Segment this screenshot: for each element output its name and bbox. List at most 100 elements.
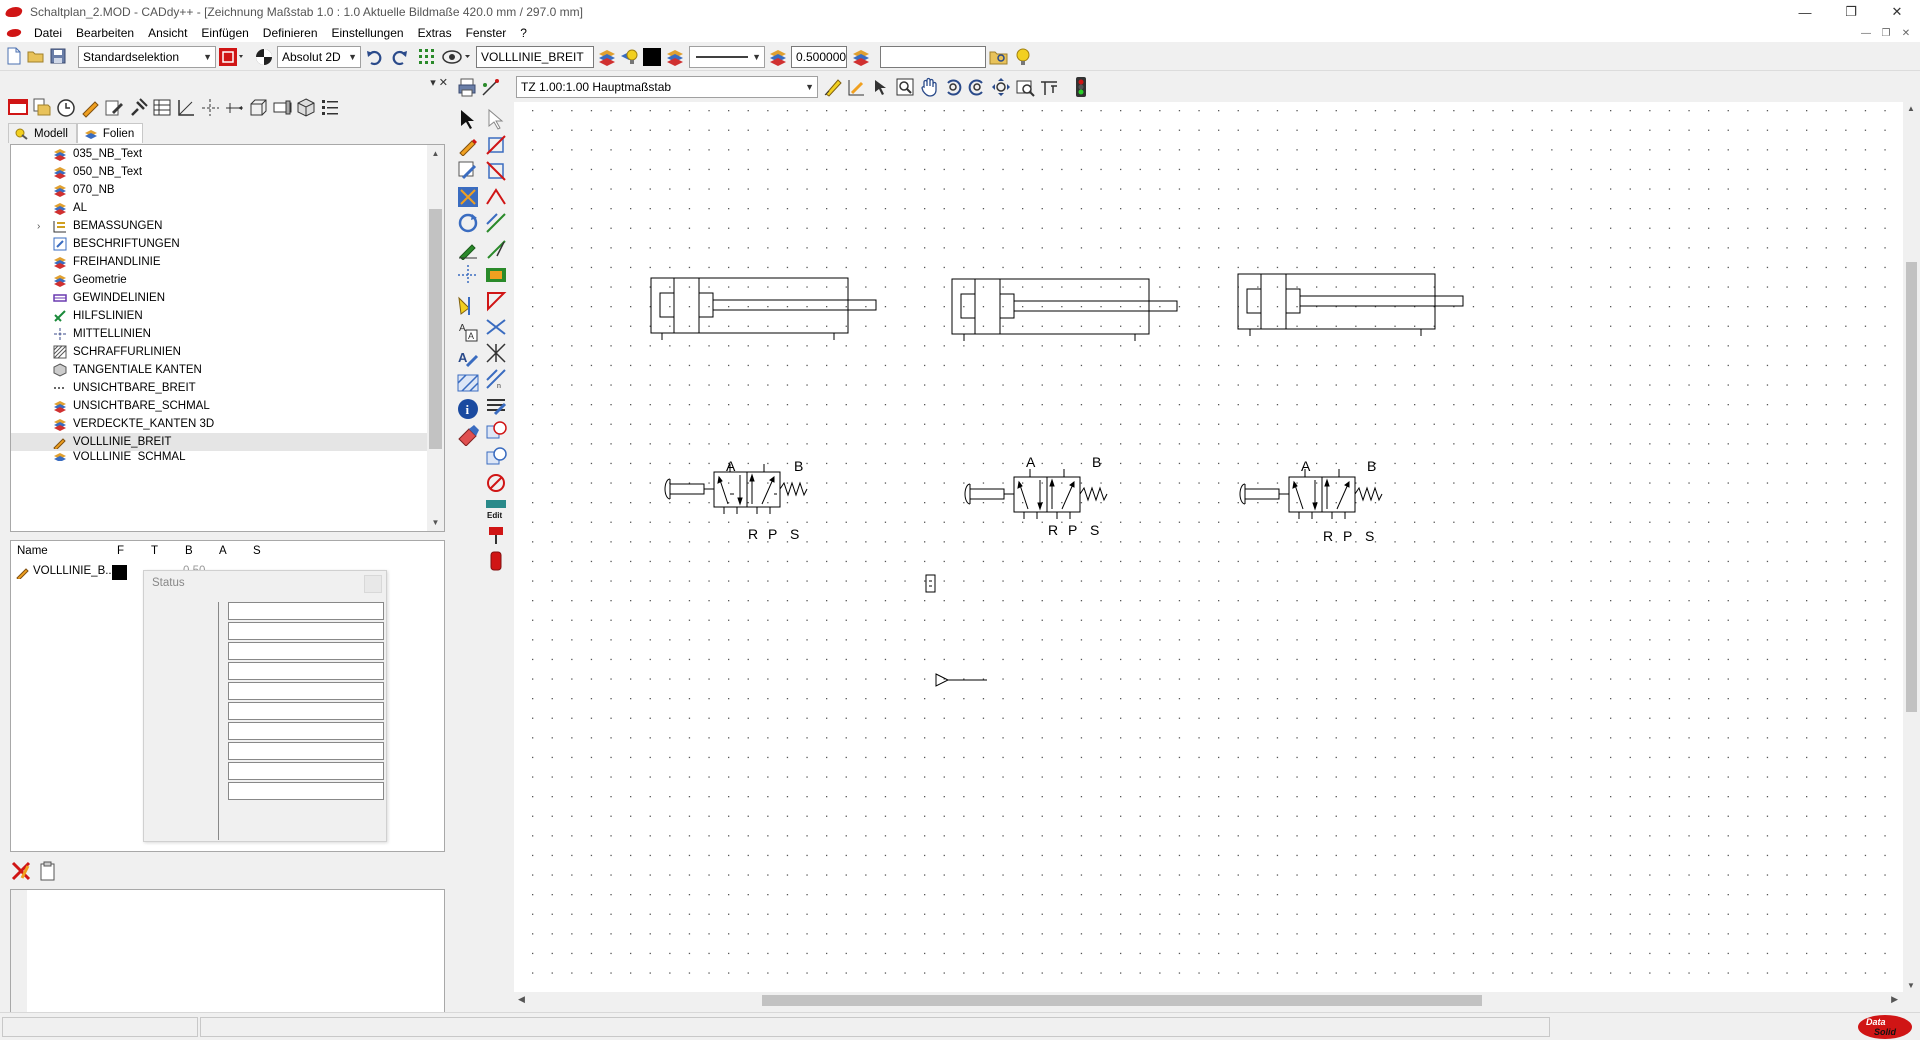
intersect-icon[interactable]: [485, 316, 507, 338]
text-edit-icon[interactable]: A: [457, 346, 479, 368]
multi-line-icon[interactable]: n: [485, 368, 507, 390]
layer-item-bemassungen[interactable]: › BEMASSUNGEN: [11, 217, 427, 235]
scroll-up-icon[interactable]: ▲: [431, 149, 440, 158]
snap-point-icon[interactable]: [457, 294, 479, 316]
expand-chevron-icon[interactable]: ›: [37, 220, 41, 232]
grid-toggle-icon[interactable]: [416, 46, 438, 68]
panel-close-icon[interactable]: ✕: [438, 77, 448, 89]
small-component[interactable]: [925, 574, 936, 593]
layer-lightbulb-icon[interactable]: [618, 46, 640, 68]
zoom-all-icon[interactable]: [990, 76, 1012, 98]
pan-select-icon[interactable]: [870, 76, 892, 98]
menu-definieren[interactable]: Definieren: [262, 26, 318, 40]
menu-fenster[interactable]: Fenster: [465, 26, 507, 40]
select-arrow-icon[interactable]: [457, 108, 479, 130]
clipboard-icon[interactable]: [38, 860, 58, 882]
axis-icon[interactable]: [200, 97, 221, 118]
model-window-icon[interactable]: [8, 97, 29, 118]
line-type-dropdown[interactable]: ▼: [689, 46, 765, 68]
edit-pencil-icon[interactable]: [80, 97, 101, 118]
layer-tree-scrollbar[interactable]: ▲ ▼: [427, 145, 444, 531]
edit-sheet-icon[interactable]: [104, 97, 125, 118]
open-model-icon[interactable]: [32, 97, 53, 118]
zoom-window-icon[interactable]: [894, 76, 916, 98]
move-layer-icon[interactable]: [485, 446, 507, 468]
status-field[interactable]: [228, 782, 384, 800]
layer-item-unsichtbare-breit[interactable]: UNSICHTBARE_BREIT: [11, 379, 427, 397]
layer-item-mittellinien[interactable]: MITTELLINIEN: [11, 325, 427, 343]
time-icon[interactable]: [56, 97, 77, 118]
air-source-symbol[interactable]: [935, 673, 987, 687]
pneumatic-cylinder-2[interactable]: [951, 278, 1178, 341]
status-field[interactable]: [228, 682, 384, 700]
scroll-up-icon[interactable]: ▲: [1907, 104, 1915, 113]
layer-item-schraffurlinien[interactable]: SCHRAFFURLINIEN: [11, 343, 427, 361]
delete-tool-icon[interactable]: [10, 860, 32, 882]
column-f[interactable]: F: [117, 545, 125, 557]
line-tool-icon[interactable]: [485, 212, 507, 234]
select-filter-button[interactable]: [218, 46, 244, 68]
layer-item-tangentiale-kanten[interactable]: TANGENTIALE KANTEN: [11, 361, 427, 379]
layer-item-al[interactable]: AL: [11, 199, 427, 217]
scale-edit-icon[interactable]: [846, 76, 868, 98]
layer-item-070-nb[interactable]: 070_NB: [11, 181, 427, 199]
dimension-icon[interactable]: [224, 97, 245, 118]
layer-name-field[interactable]: VOLLLINIE_BREIT: [476, 46, 594, 68]
status-field[interactable]: [228, 602, 384, 620]
status-field[interactable]: [228, 762, 384, 780]
hand-pan-icon[interactable]: [918, 76, 940, 98]
dotted-axis-icon[interactable]: [457, 264, 479, 286]
layer-item-gewindelinien[interactable]: GEWINDELINIEN: [11, 289, 427, 307]
menu-datei[interactable]: Datei: [34, 26, 63, 40]
layer-item-volllinie-schmal[interactable]: VOLLLINIE_SCHMAL: [11, 451, 427, 461]
scale-tool-icon[interactable]: [822, 76, 844, 98]
zoom-out-icon[interactable]: [966, 76, 988, 98]
column-b[interactable]: B: [185, 545, 193, 557]
redo-icon[interactable]: [388, 46, 410, 68]
output-scrollbar[interactable]: [11, 890, 27, 1040]
column-s[interactable]: S: [253, 545, 261, 557]
canvas-vertical-scrollbar[interactable]: ▲ ▼: [1903, 102, 1920, 992]
battery-icon[interactable]: [485, 550, 507, 572]
canvas-horizontal-scrollbar[interactable]: ◀ ▶: [514, 992, 1920, 1009]
scroll-down-icon[interactable]: ▼: [431, 518, 440, 527]
line-width-field[interactable]: 0.500000: [791, 46, 847, 68]
status-field[interactable]: [228, 722, 384, 740]
layer-item-hilfslinien[interactable]: HILFSLINIEN: [11, 307, 427, 325]
transform-icon[interactable]: [457, 186, 479, 208]
status-field[interactable]: [228, 642, 384, 660]
row-color-swatch[interactable]: [112, 565, 127, 580]
drawing-canvas[interactable]: A B R P S A B R P S A B R P S ▲ ▼ ◀ ▶: [514, 102, 1920, 1009]
select-gray-icon[interactable]: [485, 108, 507, 130]
scroll-left-icon[interactable]: ◀: [518, 994, 525, 1004]
lightbulb-icon[interactable]: [1012, 46, 1034, 68]
open-folder-icon[interactable]: [26, 46, 46, 66]
copy-layer-icon[interactable]: [485, 420, 507, 442]
box-icon[interactable]: [248, 97, 269, 118]
layer-settings-icon[interactable]: [850, 46, 872, 68]
status-field[interactable]: [228, 742, 384, 760]
list-icon[interactable]: [320, 97, 341, 118]
layer-stack-icon[interactable]: [596, 46, 618, 68]
menu-einstellungen[interactable]: Einstellungen: [331, 26, 404, 40]
green-pen-icon[interactable]: [457, 238, 479, 261]
parallel-line-icon[interactable]: [485, 238, 507, 260]
document-close-button[interactable]: ✕: [1901, 27, 1911, 39]
undo-icon[interactable]: [364, 46, 386, 68]
edit-label-icon[interactable]: Edit: [485, 498, 507, 520]
print-icon[interactable]: [456, 76, 478, 98]
traffic-light-icon[interactable]: [1070, 76, 1092, 98]
tab-modell[interactable]: Modell: [8, 123, 77, 143]
corner-icon[interactable]: [485, 186, 507, 208]
redraw-icon[interactable]: [1038, 76, 1060, 98]
edit-pen-icon[interactable]: [457, 134, 479, 157]
line-style-icon[interactable]: [485, 394, 507, 416]
menu-einfuegen[interactable]: Einfügen: [201, 26, 249, 40]
rotate-icon[interactable]: [457, 212, 479, 234]
menu-help[interactable]: ?: [520, 26, 527, 40]
status-window-close-button[interactable]: [364, 575, 382, 593]
cube-icon[interactable]: [296, 97, 317, 118]
scrollbar-thumb[interactable]: [429, 209, 442, 449]
status-field[interactable]: [228, 622, 384, 640]
